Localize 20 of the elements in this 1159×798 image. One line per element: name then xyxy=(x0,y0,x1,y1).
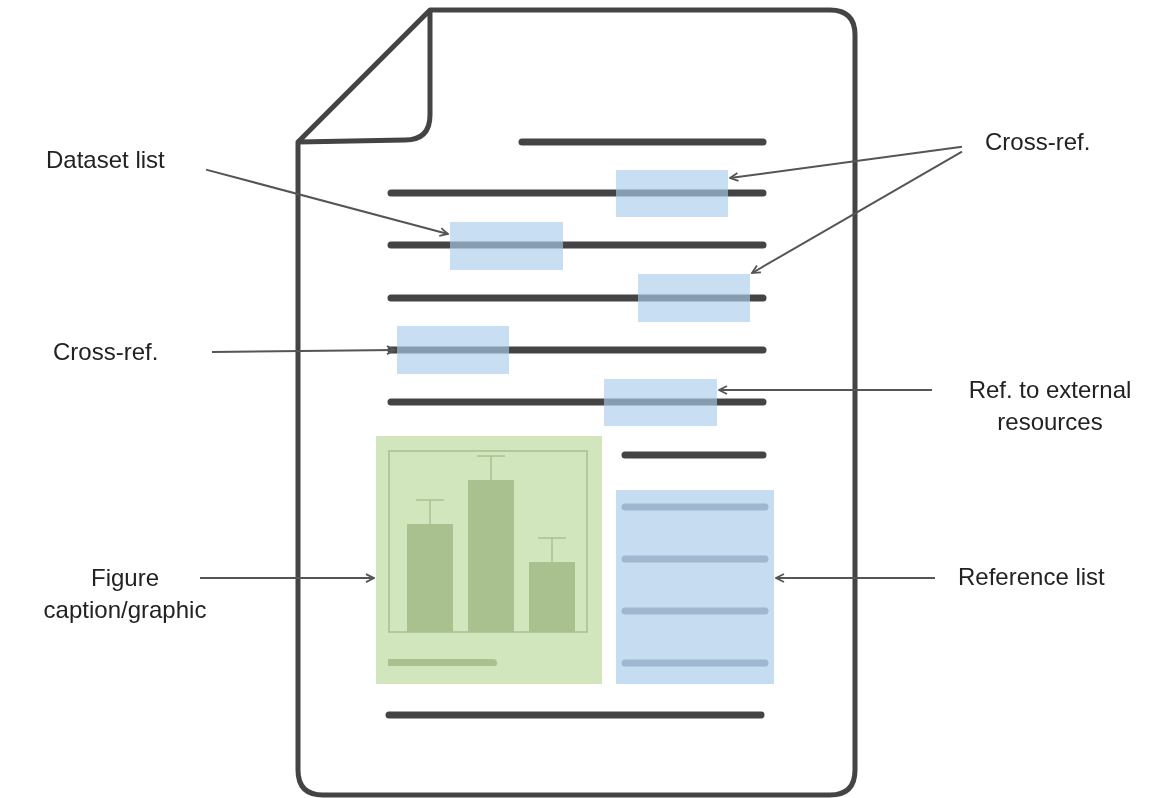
highlight-box xyxy=(616,170,728,217)
callout-label: Ref. to external resources xyxy=(940,374,1159,438)
leader-arrow xyxy=(718,385,933,395)
callout-label: Cross-ref. xyxy=(985,126,1125,158)
reference-list-panel xyxy=(616,490,774,684)
highlight-box xyxy=(450,222,563,270)
callout-label: Dataset list xyxy=(46,144,206,176)
leader-arrow xyxy=(729,145,963,182)
figure-panel xyxy=(376,436,602,684)
callout-label: Figure caption/graphic xyxy=(40,562,210,626)
leader-arrow xyxy=(775,573,936,583)
callout-label: Reference list xyxy=(958,561,1148,593)
highlight-box xyxy=(397,326,509,374)
leader-arrow xyxy=(751,150,963,274)
highlight-box xyxy=(638,274,750,322)
leader-arrow xyxy=(199,573,375,583)
callout-label: Cross-ref. xyxy=(53,336,193,368)
leader-arrow xyxy=(211,345,396,355)
leader-arrow xyxy=(205,168,449,237)
highlight-box xyxy=(604,379,717,426)
